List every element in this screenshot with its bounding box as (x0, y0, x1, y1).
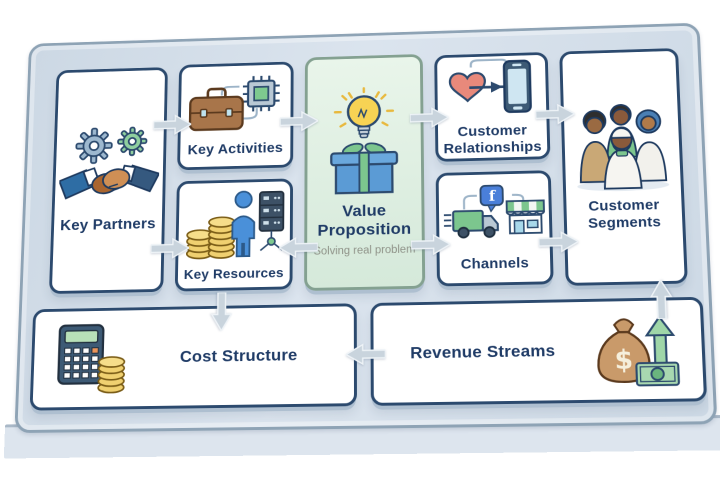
channels-icons: f (442, 183, 547, 251)
section-title: Key Resources (183, 264, 284, 282)
heart-icon (450, 73, 485, 102)
coins-icon (98, 357, 125, 393)
value-proposition-icons (322, 85, 407, 197)
briefcase-icon (190, 88, 243, 130)
canvas-board: Key Partners (14, 22, 718, 434)
section-customer-segments: Customer Segments (559, 48, 688, 286)
section-title: Channels (460, 255, 530, 273)
gear-icon (76, 128, 112, 163)
up-arrow-icon (646, 316, 674, 367)
storefront-icon (507, 201, 545, 234)
calculator-icon (58, 325, 103, 384)
section-value-proposition: Value Proposition Solving real problem (304, 53, 426, 291)
people-group-icon (569, 100, 675, 193)
arrow-value-proposition-to-key-resources (279, 236, 318, 259)
person-icon (232, 191, 254, 256)
section-customer-relationships: Customer Relationships (434, 52, 551, 162)
cost-structure-icons (52, 323, 131, 395)
canvas-board-wrap: Key Partners (3, 22, 720, 459)
smartphone-icon (504, 60, 531, 112)
arrow-revenue-streams-to-cost-structure (346, 342, 385, 366)
gift-icon (331, 141, 397, 194)
banknote-icon (636, 362, 679, 385)
arrow-value-proposition-to-channels (411, 233, 450, 257)
key-resources-icons (183, 188, 285, 261)
section-title: Revenue Streams (410, 341, 556, 363)
section-revenue-streams: Revenue Streams $ (370, 296, 708, 406)
key-partners-icons (58, 123, 160, 213)
arrow-value-proposition-to-customer-relationships (410, 106, 449, 129)
arrow-revenue-streams-to-customer-segments (649, 280, 675, 319)
section-title: Customer Relationships (443, 122, 542, 157)
lightbulb-icon (335, 88, 393, 139)
chip-icon (243, 75, 280, 111)
arrow-key-resources-to-cost-structure (210, 292, 234, 331)
section-subtitle: Solving real problem (313, 244, 416, 258)
section-title: Value Proposition (317, 201, 412, 240)
server-icon (259, 191, 283, 250)
handshake-icon (59, 165, 160, 199)
arrow-key-partners-to-key-activities (153, 113, 191, 136)
section-channels: f (435, 170, 554, 287)
truck-icon (444, 211, 498, 239)
section-cost-structure: Cost Structure (29, 303, 357, 411)
arrow-channels-to-customer-segments (538, 230, 578, 254)
coins-icon (187, 217, 235, 259)
facebook-letter: f (489, 188, 497, 205)
gear-icon (118, 127, 147, 155)
section-title: Key Partners (59, 216, 156, 235)
dollar-sign: $ (614, 345, 633, 375)
arrow-customer-relationships-to-customer-segments (535, 103, 575, 126)
revenue-streams-icons: $ (597, 312, 683, 387)
section-key-partners: Key Partners (48, 67, 168, 294)
customer-relationships-icons (443, 57, 541, 119)
section-title: Cost Structure (179, 345, 298, 366)
section-key-resources: Key Resources (174, 178, 294, 292)
arrow-key-activities-to-value-proposition (280, 110, 318, 133)
section-key-activities: Key Activities (177, 61, 294, 171)
arrow-key-partners-to-key-resources (151, 237, 190, 260)
money-bag-icon: $ (597, 318, 650, 382)
section-title: Customer Segments (587, 196, 662, 232)
section-title: Key Activities (187, 139, 284, 158)
key-activities-icons (186, 73, 285, 137)
facebook-icon: f (480, 185, 503, 211)
